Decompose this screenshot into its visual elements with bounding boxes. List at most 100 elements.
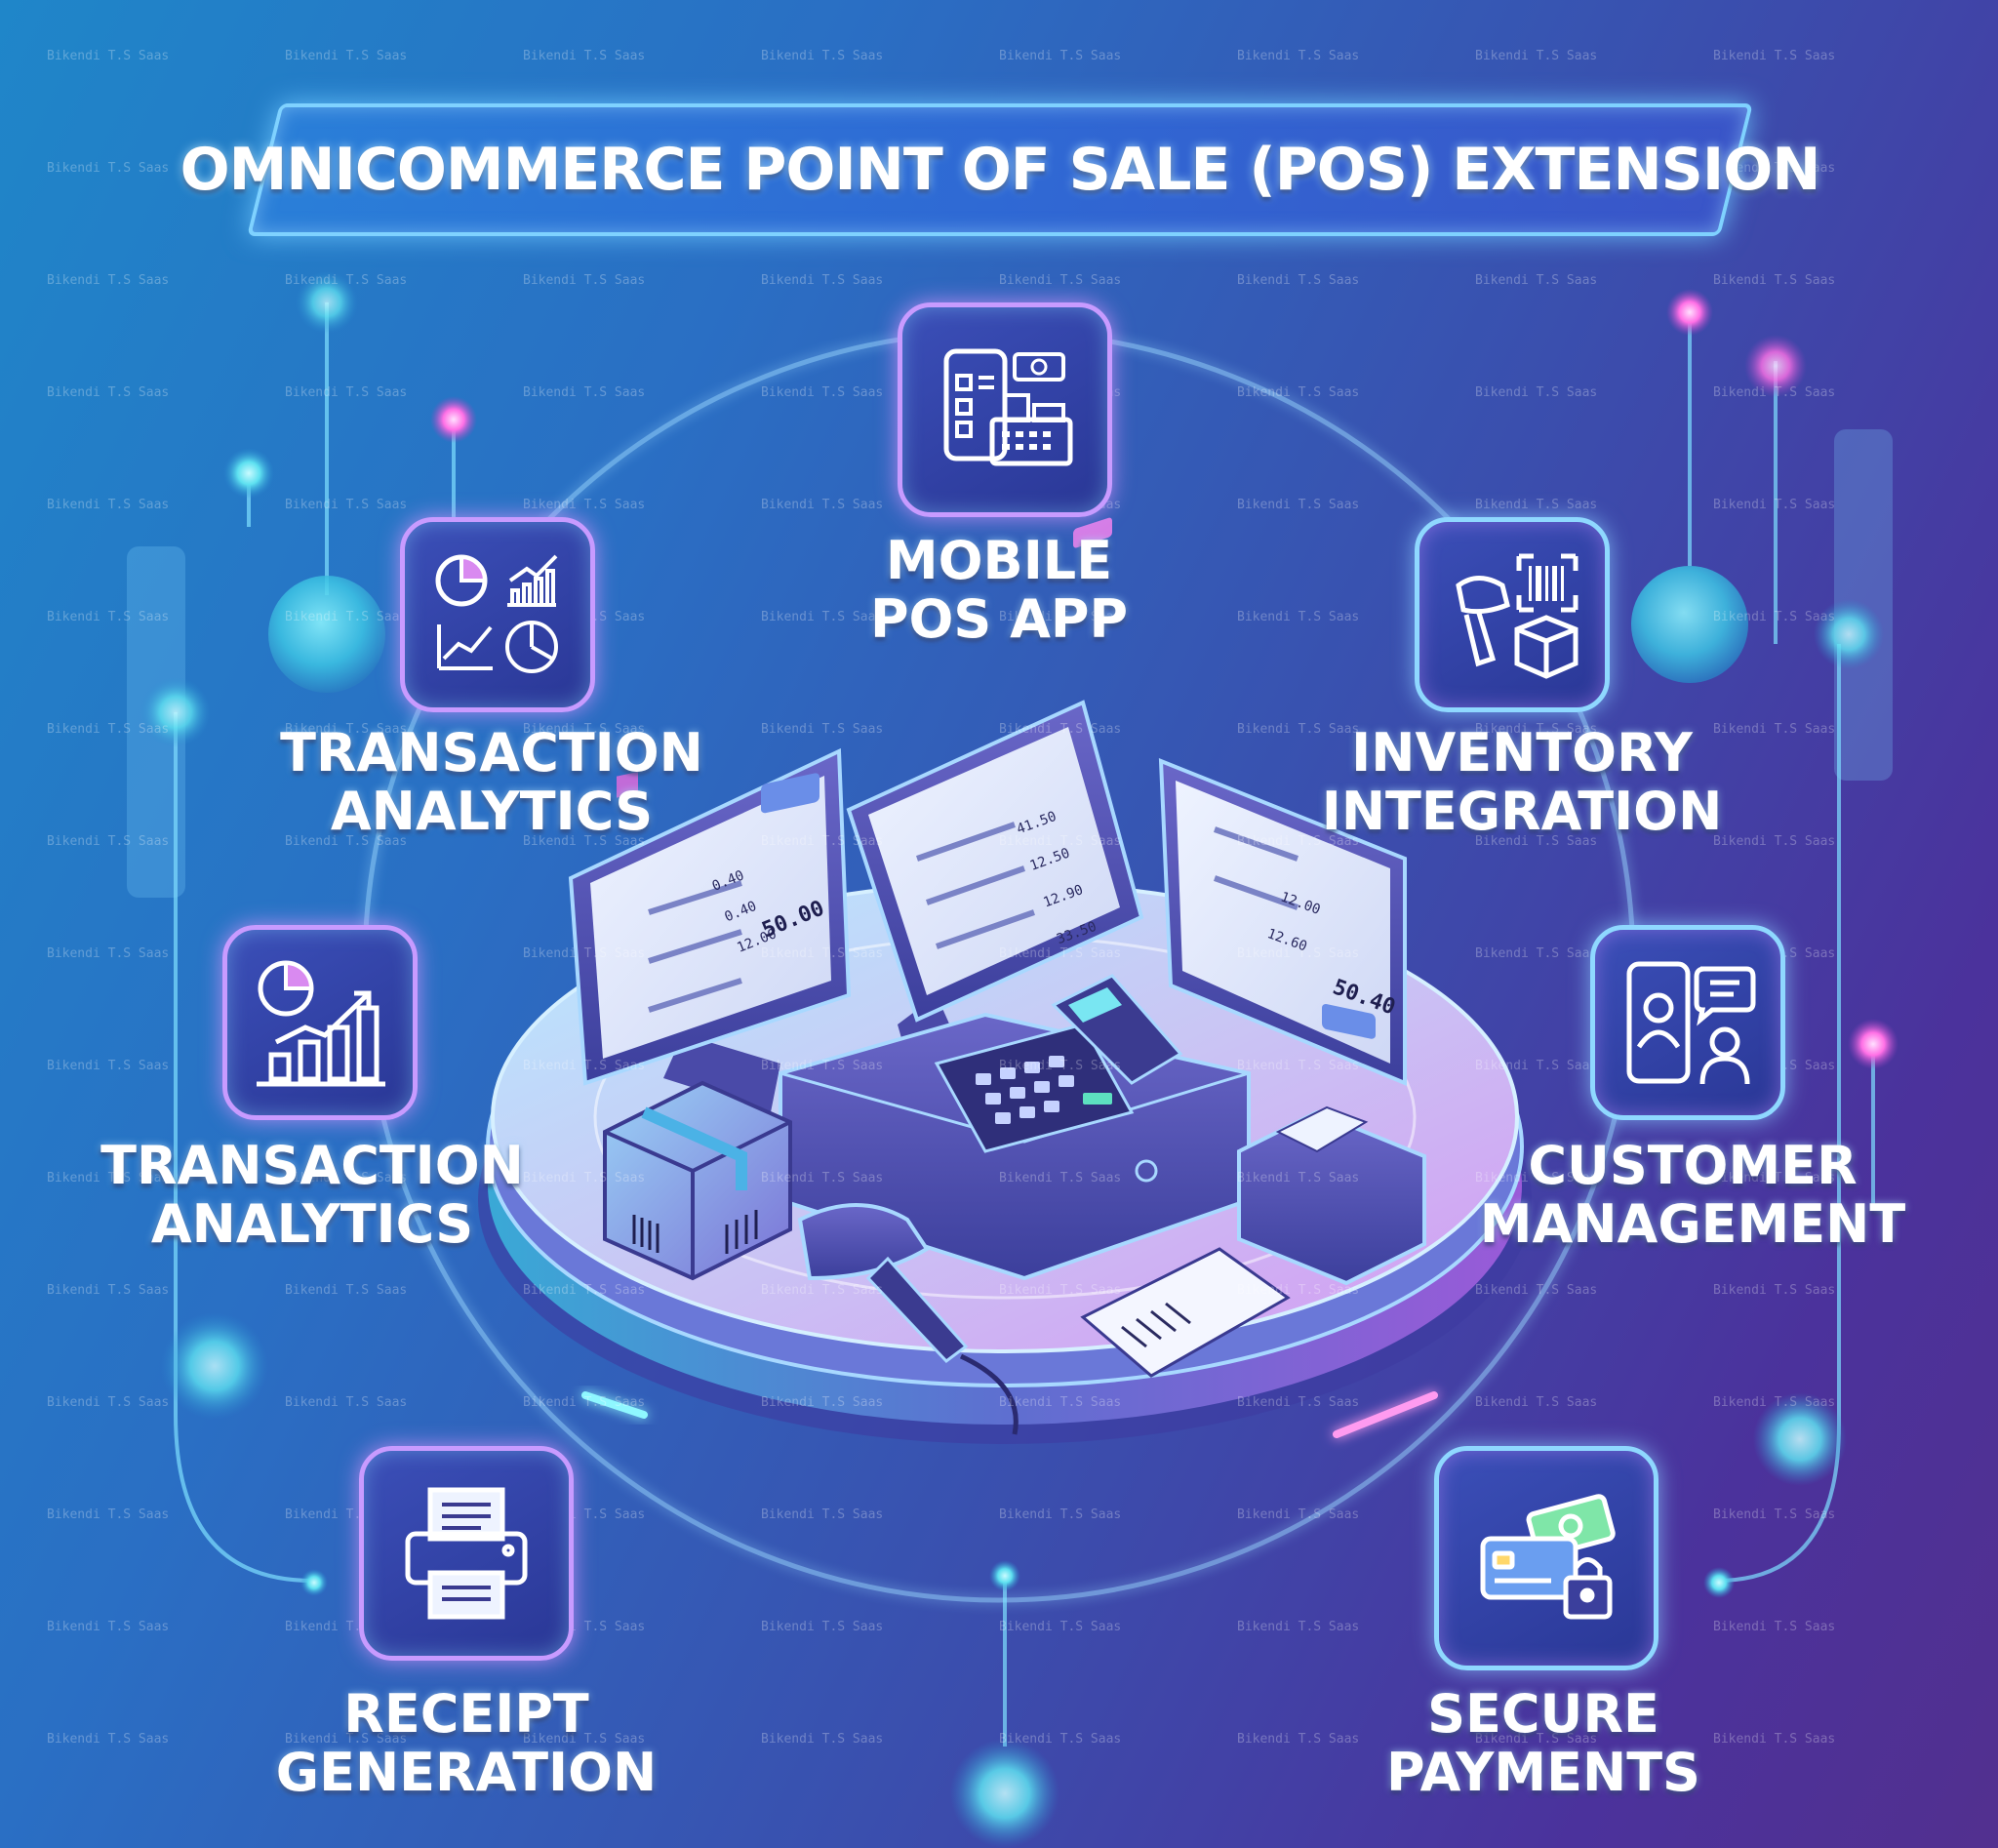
watermark-text: Bikendi T.S Saas bbox=[761, 946, 884, 961]
receipt-printer-icon bbox=[405, 1487, 528, 1620]
watermark-text: Bikendi T.S Saas bbox=[1475, 1732, 1598, 1747]
mobile-pos-label: MOBILE POS APP bbox=[870, 532, 1128, 649]
watermark-text: Bikendi T.S Saas bbox=[285, 385, 408, 400]
watermark-text: Bikendi T.S Saas bbox=[523, 49, 646, 63]
watermark-text: Bikendi T.S Saas bbox=[523, 1059, 646, 1073]
watermark-text: Bikendi T.S Saas bbox=[285, 722, 408, 737]
customer-label-line2: MANAGEMENT bbox=[1479, 1193, 1906, 1255]
analytics-top-tile bbox=[400, 517, 595, 712]
inventory-label-line2: INTEGRATION bbox=[1321, 781, 1723, 842]
watermark-text: Bikendi T.S Saas bbox=[523, 1395, 646, 1410]
watermark-text: Bikendi T.S Saas bbox=[761, 1395, 884, 1410]
watermark-text: Bikendi T.S Saas bbox=[761, 1620, 884, 1634]
analytics-top-label: TRANSACTION ANALYTICS bbox=[280, 724, 703, 841]
watermark-text: Bikendi T.S Saas bbox=[285, 273, 408, 288]
watermark-text: Bikendi T.S Saas bbox=[761, 49, 884, 63]
watermark-text: Bikendi T.S Saas bbox=[1713, 161, 1836, 176]
watermark-text: Bikendi T.S Saas bbox=[761, 1171, 884, 1185]
mobile-pos-label-line2: POS APP bbox=[869, 588, 1129, 650]
watermark-text: Bikendi T.S Saas bbox=[999, 49, 1122, 63]
payments-tile bbox=[1434, 1446, 1658, 1670]
analytics-mid-label-line1: TRANSACTION bbox=[100, 1135, 524, 1196]
analytics-mid-tile bbox=[222, 925, 418, 1120]
watermark-text: Bikendi T.S Saas bbox=[761, 1283, 884, 1298]
watermark-text: Bikendi T.S Saas bbox=[47, 498, 170, 512]
watermark-text: Bikendi T.S Saas bbox=[523, 722, 646, 737]
watermark-text: Bikendi T.S Saas bbox=[1713, 1395, 1836, 1410]
watermark-text: Bikendi T.S Saas bbox=[1713, 1732, 1836, 1747]
watermark-text: Bikendi T.S Saas bbox=[1475, 1283, 1598, 1298]
watermark-text: Bikendi T.S Saas bbox=[47, 1732, 170, 1747]
mobile-pos-tile bbox=[898, 302, 1112, 517]
watermark-text: Bikendi T.S Saas bbox=[1237, 498, 1360, 512]
watermark-text: Bikendi T.S Saas bbox=[1237, 1620, 1360, 1634]
watermark-text: Bikendi T.S Saas bbox=[1713, 498, 1836, 512]
watermark-text: Bikendi T.S Saas bbox=[47, 1171, 170, 1185]
watermark-text: Bikendi T.S Saas bbox=[523, 498, 646, 512]
watermark-text: Bikendi T.S Saas bbox=[1713, 1507, 1836, 1522]
customer-label: CUSTOMER MANAGEMENT bbox=[1480, 1137, 1905, 1254]
watermark-text: Bikendi T.S Saas bbox=[47, 273, 170, 288]
watermark-text: Bikendi T.S Saas bbox=[523, 1732, 646, 1747]
watermark-text: Bikendi T.S Saas bbox=[1475, 1395, 1598, 1410]
watermark-text: Bikendi T.S Saas bbox=[1475, 385, 1598, 400]
watermark-text: Bikendi T.S Saas bbox=[1237, 834, 1360, 849]
watermark-text: Bikendi T.S Saas bbox=[1713, 722, 1836, 737]
watermark-text: Bikendi T.S Saas bbox=[523, 1283, 646, 1298]
watermark-text: Bikendi T.S Saas bbox=[999, 722, 1122, 737]
watermark-text: Bikendi T.S Saas bbox=[999, 1395, 1122, 1410]
watermark-text: Bikendi T.S Saas bbox=[1237, 273, 1360, 288]
watermark-text: Bikendi T.S Saas bbox=[1475, 1171, 1598, 1185]
watermark-text: Bikendi T.S Saas bbox=[47, 834, 170, 849]
watermark-text: Bikendi T.S Saas bbox=[47, 49, 170, 63]
watermark-text: Bikendi T.S Saas bbox=[1713, 1620, 1836, 1634]
watermark-text: Bikendi T.S Saas bbox=[285, 610, 408, 624]
inventory-label-line1: INVENTORY bbox=[1351, 722, 1693, 783]
watermark-text: Bikendi T.S Saas bbox=[1237, 1507, 1360, 1522]
customer-tile bbox=[1590, 925, 1785, 1120]
receipt-label-line1: RECEIPT bbox=[343, 1683, 589, 1745]
watermark-text: Bikendi T.S Saas bbox=[999, 834, 1122, 849]
analytics-charts-icon bbox=[435, 554, 558, 673]
title-banner: OMNICOMMERCE POINT OF SALE (POS) EXTENSI… bbox=[180, 103, 1821, 236]
watermark-text: Bikendi T.S Saas bbox=[1237, 1171, 1360, 1185]
watermark-text: Bikendi T.S Saas bbox=[47, 610, 170, 624]
watermark-text: Bikendi T.S Saas bbox=[1713, 610, 1836, 624]
watermark-text: Bikendi T.S Saas bbox=[285, 834, 408, 849]
watermark-text: Bikendi T.S Saas bbox=[761, 834, 884, 849]
barcode-scanner-icon bbox=[1456, 553, 1578, 679]
watermark-text: Bikendi T.S Saas bbox=[47, 722, 170, 737]
watermark-text: Bikendi T.S Saas bbox=[47, 1059, 170, 1073]
watermark-text: Bikendi T.S Saas bbox=[285, 1732, 408, 1747]
watermark-text: Bikendi T.S Saas bbox=[47, 946, 170, 961]
watermark-text: Bikendi T.S Saas bbox=[999, 1507, 1122, 1522]
watermark-text: Bikendi T.S Saas bbox=[1475, 834, 1598, 849]
watermark-text: Bikendi T.S Saas bbox=[523, 834, 646, 849]
page-title: OMNICOMMERCE POINT OF SALE (POS) EXTENSI… bbox=[180, 136, 1821, 204]
watermark-text: Bikendi T.S Saas bbox=[1475, 498, 1598, 512]
watermark-text: Bikendi T.S Saas bbox=[999, 610, 1122, 624]
growth-chart-icon bbox=[257, 960, 385, 1087]
watermark-text: Bikendi T.S Saas bbox=[1475, 49, 1598, 63]
watermark-text: Bikendi T.S Saas bbox=[1237, 946, 1360, 961]
watermark-text: Bikendi T.S Saas bbox=[523, 273, 646, 288]
watermark-text: Bikendi T.S Saas bbox=[1237, 610, 1360, 624]
watermark-text: Bikendi T.S Saas bbox=[761, 722, 884, 737]
watermark-text: Bikendi T.S Saas bbox=[1713, 1171, 1836, 1185]
watermark-text: Bikendi T.S Saas bbox=[1237, 385, 1360, 400]
watermark-text: Bikendi T.S Saas bbox=[999, 1283, 1122, 1298]
watermark-text: Bikendi T.S Saas bbox=[47, 1395, 170, 1410]
mobile-pos-icon bbox=[943, 348, 1073, 466]
watermark-text: Bikendi T.S Saas bbox=[1713, 49, 1836, 63]
payments-label-line1: SECURE bbox=[1427, 1683, 1659, 1745]
watermark-text: Bikendi T.S Saas bbox=[999, 273, 1122, 288]
watermark-text: Bikendi T.S Saas bbox=[1237, 49, 1360, 63]
receipt-label-line2: GENERATION bbox=[275, 1742, 658, 1803]
watermark-text: Bikendi T.S Saas bbox=[1713, 1283, 1836, 1298]
watermark-text: Bikendi T.S Saas bbox=[285, 1171, 408, 1185]
watermark-text: Bikendi T.S Saas bbox=[47, 385, 170, 400]
watermark-text: Bikendi T.S Saas bbox=[1475, 946, 1598, 961]
watermark-text: Bikendi T.S Saas bbox=[285, 49, 408, 63]
watermark-text: Bikendi T.S Saas bbox=[1237, 1395, 1360, 1410]
